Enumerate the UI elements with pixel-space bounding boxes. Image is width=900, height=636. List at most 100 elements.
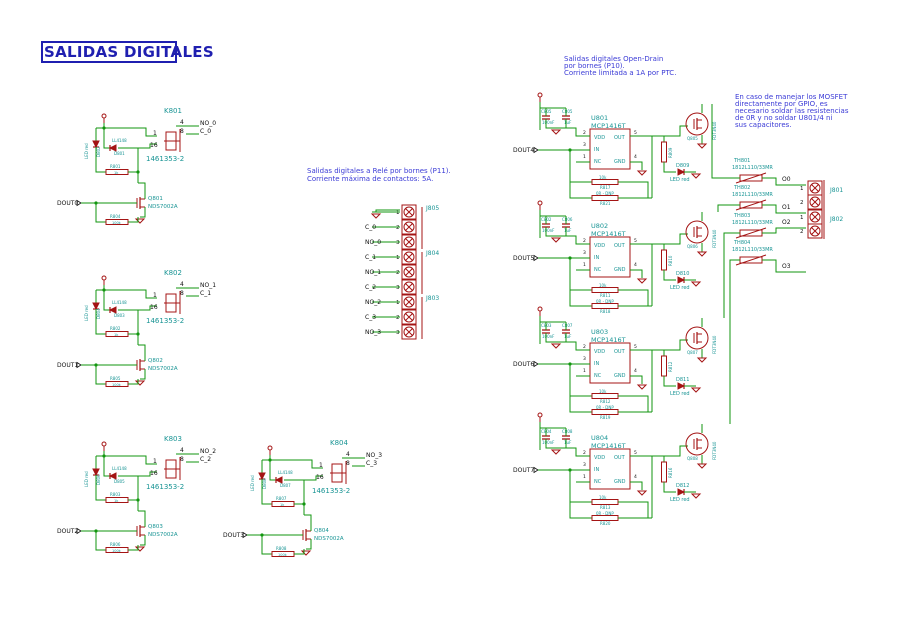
resistor-body [591,179,619,185]
open-drain-note-line-1: Salidas digitales Open-Drain [564,55,664,63]
terminal-screw [403,221,415,233]
ptc-slash [735,227,767,239]
wire [95,309,106,335]
driver-pin-number: 3 [583,142,586,148]
driver-ref-label: U801 [591,114,608,122]
wire [138,510,146,527]
wire [261,479,272,505]
pulldown-ref: R817 [600,185,611,190]
cap-value-label: 100nF [542,440,555,445]
wire [569,290,592,307]
relay-part-label: 1461353-2 [146,155,184,163]
driver-ref-label: U802 [591,222,608,230]
driver-pin-name: IN [594,361,599,367]
input-net-label: DOUT6 [513,361,534,368]
driver-pin-number: 1 [583,368,586,374]
wire [566,235,590,245]
input-net-label: DOUT0 [57,200,78,207]
terminal-cross [405,313,413,321]
wire [539,102,566,109]
terminal-cell [807,223,823,239]
power-symbol [101,113,107,119]
ground-symbol [696,463,708,469]
gate-resistor-value: 100k [112,383,122,387]
wire [569,396,592,413]
terminal-cell [401,234,417,250]
relay-no-net-label: NO_0 [200,120,216,127]
wire [95,203,106,223]
flyback-ref-label: D807 [280,483,291,488]
wire [569,470,592,503]
relay-c-net-label: C_3 [366,460,377,467]
driver-pin-number: 5 [634,130,637,136]
relay-ref-label: K803 [164,435,182,443]
ground-symbol [696,251,708,257]
wire [618,395,649,412]
gate-resistor-value: 100k [278,553,288,557]
ground-symbol [550,129,562,135]
wire [545,119,567,129]
diode-triangle [677,168,686,176]
driver-pin-name: OUT [614,243,626,249]
resistor-body [591,287,619,293]
led-ref-label: D806 [96,474,101,485]
pulldown-value: 10k [599,175,607,180]
relay-pin-label: 16 [150,470,158,477]
connector-ref-label: J804 [425,250,439,257]
mosfet-ref-label: Q804 [314,528,329,534]
wire [762,259,806,273]
relay-ref-label: K802 [164,269,182,277]
driver-ic-body [589,236,631,278]
driver-ref-label: U804 [591,434,608,442]
relay-pin-label: 4 [180,281,184,288]
connector-net-label: C_2 [365,284,376,291]
terminal-cross [405,298,413,306]
relay-connector-ground [370,209,400,219]
gate-resistor-ref: R806 [110,542,121,547]
wire [569,258,592,291]
resistor-ref-label: R803 [110,492,121,497]
shunt-ref: R821 [600,201,611,206]
relay-pin-label: 8 [180,456,184,463]
driver-pin-number: 4 [634,262,637,268]
driver-pin-number: 3 [583,356,586,362]
wire [138,305,157,311]
open-drain-note-line-3: Corriente limitada a 1A por PTC. [564,69,677,77]
power-mosfet-ref: Q806 [687,244,698,249]
relay-no-net-label: NO_1 [200,282,216,289]
terminal-screw [809,225,821,237]
shunt-value: 0R - DNP [596,405,614,410]
shunt-value: 0R - DNP [596,191,614,196]
driver-pin-name: VDD [594,455,605,461]
input-net-label: DOUT1 [57,362,78,369]
wire [711,104,740,179]
power-symbol [537,306,543,312]
wire [569,150,592,183]
terminal-cross [405,223,413,231]
wire [630,455,653,518]
driver-pin-name: VDD [594,243,605,249]
wire [128,379,139,385]
power-mosfet-part: FDT3N40 [712,441,717,460]
driver-pin-name: OUT [614,135,626,141]
driver-pin-name: NC [594,267,602,273]
ground-symbol [696,143,708,149]
flyback-part-label: LL4148 [112,300,127,305]
wire [545,227,567,237]
terminal-cell [401,249,417,265]
wire [128,217,139,223]
gate-resistor-value: 100k [112,221,122,225]
terminal-screw [403,311,415,323]
relay-part-label: 1461353-2 [146,483,184,491]
led-resistor-ref: R809 [668,147,673,158]
connector-net-label: C_1 [365,254,376,261]
mosfet-ref-label: Q802 [148,358,163,364]
wire [618,289,649,306]
terminal-cell [401,324,417,340]
relay-note-line-2: Corriente máxima de contactos: 5A. [307,175,434,183]
sheet-title: SALIDAS DIGITALES [44,43,214,61]
pulldown-value: 10k [599,389,607,394]
